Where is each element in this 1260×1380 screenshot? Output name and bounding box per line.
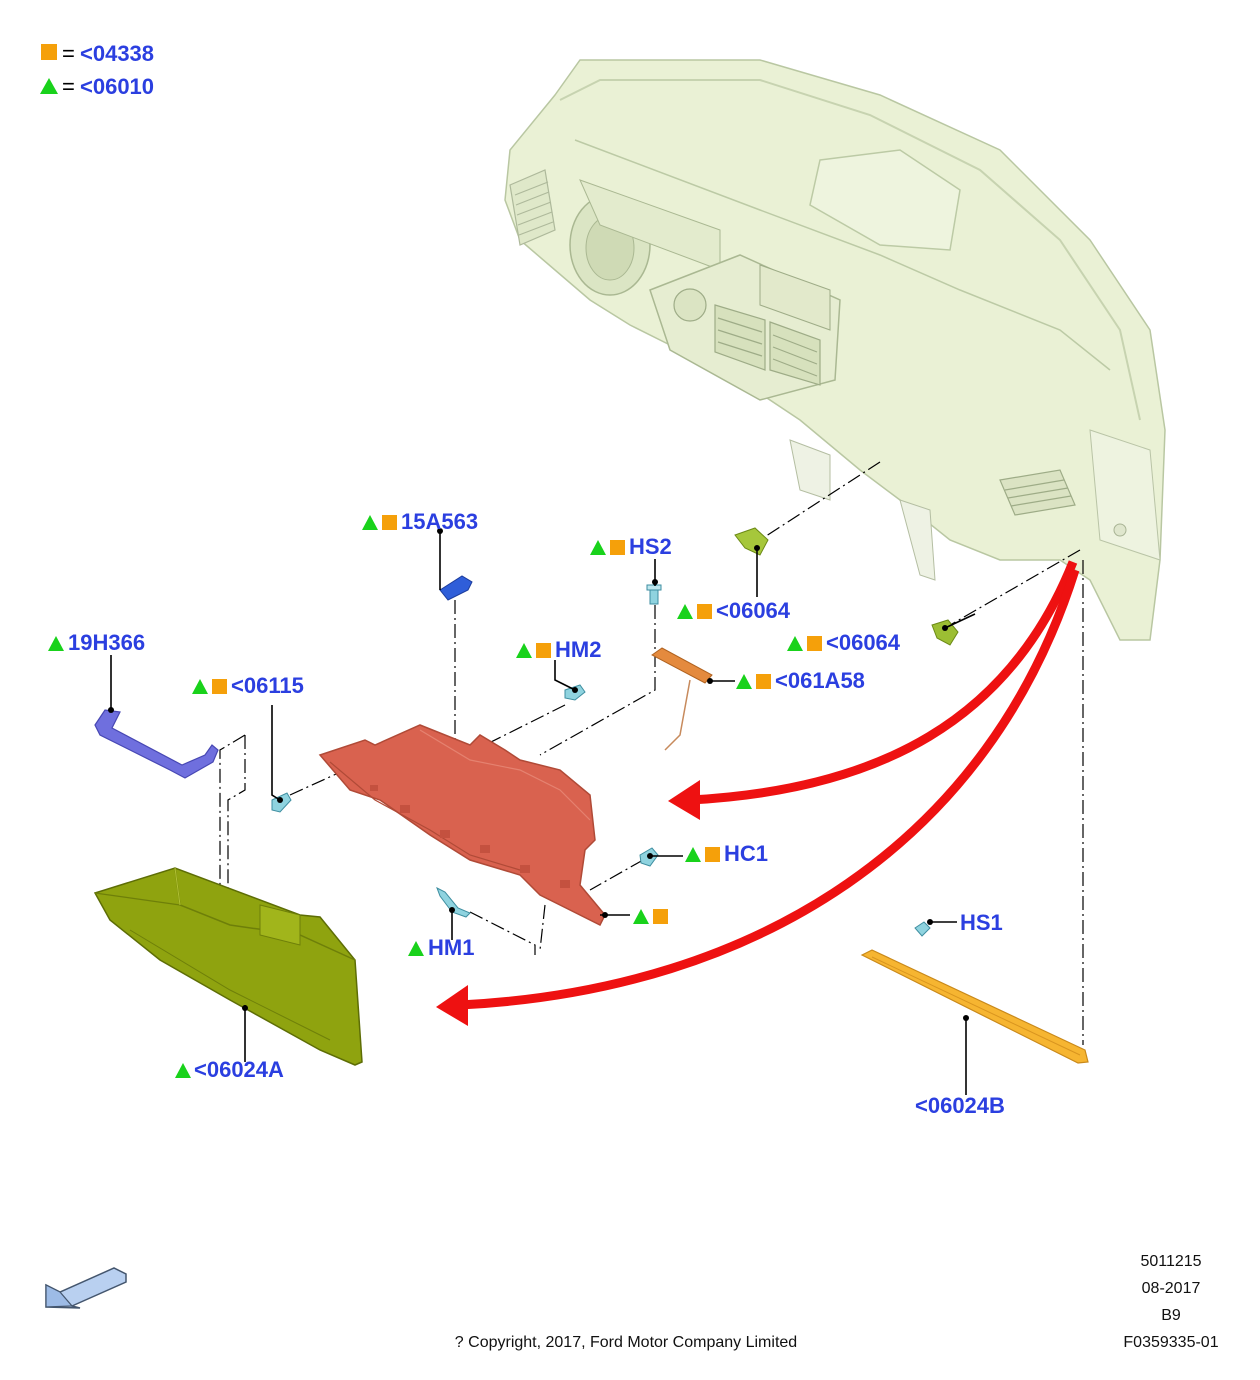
pin-hm1: [436, 886, 471, 918]
callout-label: <06024B: [915, 1093, 1005, 1118]
callout-label: 19H366: [68, 630, 145, 655]
square-icon: [756, 674, 771, 689]
assembly-arrows: [436, 560, 1080, 1026]
part-15A563: [439, 575, 473, 601]
square-icon: [610, 540, 625, 555]
triangle-icon: [516, 643, 532, 658]
trim-strip: [860, 949, 1089, 1064]
clip-06064-left: [734, 527, 769, 556]
callout-15A563: 15A563: [362, 509, 478, 534]
callout-06115: <06115: [192, 673, 304, 698]
footer-date: 08-2017: [1142, 1280, 1201, 1297]
footer-ref: 5011215: [1140, 1253, 1201, 1270]
triangle-icon: [48, 636, 64, 651]
triangle-icon: [736, 674, 752, 689]
footer-figure: F0359335-01: [1123, 1334, 1218, 1351]
legend-equals: =: [62, 74, 75, 99]
triangle-icon: [408, 941, 424, 956]
callout-label: <06064: [826, 630, 901, 655]
glove-box-damper: [651, 647, 713, 751]
callout-label: <06064: [716, 598, 791, 623]
glove-box-bin: [93, 867, 363, 1066]
arrow-head-upper: [668, 780, 700, 820]
callout-hc1: HC1: [685, 841, 768, 866]
triangle-icon: [677, 604, 693, 619]
callout-label: HM2: [555, 637, 601, 662]
callout-06064-left: <06064: [677, 598, 791, 623]
square-icon: [697, 604, 712, 619]
callout-hs2: HS2: [590, 534, 672, 559]
callout-061A58: <061A58: [736, 668, 865, 693]
square-icon: [807, 636, 822, 651]
legend-square-icon: [41, 44, 57, 60]
footer-rev: B9: [1161, 1307, 1181, 1324]
callout-hs1: HS1: [960, 910, 1003, 935]
clip-06064-right: [931, 619, 959, 646]
square-icon: [382, 515, 397, 530]
fastener-hs1: [914, 921, 931, 937]
callouts: 15A563 HS2 <06064 <06064 19H366 HM2: [48, 509, 1005, 1118]
callout-label: <06024A: [194, 1057, 284, 1082]
callout-hm2: HM2: [516, 637, 601, 662]
triangle-icon: [362, 515, 378, 530]
triangle-icon: [685, 847, 701, 862]
callout-label: HC1: [724, 841, 768, 866]
callout-housing: [633, 909, 668, 924]
leaders: [108, 528, 976, 1095]
callout-06024B: <06024B: [915, 1093, 1005, 1118]
legend-equals: =: [62, 41, 75, 66]
triangle-icon: [175, 1063, 191, 1078]
legend-code-triangle: <06010: [80, 74, 154, 99]
square-icon: [705, 847, 720, 862]
glove-box-handle: [94, 709, 219, 779]
callout-19H366: 19H366: [48, 630, 145, 655]
legend-code-square: <04338: [80, 41, 154, 66]
callout-label: 15A563: [401, 509, 478, 534]
legend: = <04338 = <06010: [40, 41, 154, 99]
instrument-panel: [504, 59, 1166, 641]
callout-label: <06115: [231, 673, 304, 698]
arrow-head-lower: [436, 985, 468, 1026]
view-direction-arrow-icon: [45, 1267, 127, 1309]
square-icon: [212, 679, 227, 694]
fastener-hs2: [646, 584, 662, 605]
callout-06064-right: <06064: [787, 630, 901, 655]
copyright: ? Copyright, 2017, Ford Motor Company Li…: [455, 1334, 797, 1351]
callout-label: <061A58: [775, 668, 865, 693]
triangle-icon: [633, 909, 649, 924]
callout-label: HS2: [629, 534, 672, 559]
legend-triangle-icon: [40, 78, 58, 94]
triangle-icon: [787, 636, 803, 651]
callout-06024A: <06024A: [175, 1057, 284, 1082]
square-icon: [653, 909, 668, 924]
footer: 5011215 08-2017 B9 F0359335-01 ? Copyrig…: [455, 1253, 1219, 1351]
callout-label: HS1: [960, 910, 1003, 935]
callout-hm1: HM1: [408, 935, 474, 960]
square-icon: [536, 643, 551, 658]
triangle-icon: [590, 540, 606, 555]
glove-box-housing: [318, 724, 606, 927]
triangle-icon: [192, 679, 208, 694]
callout-label: HM1: [428, 935, 474, 960]
